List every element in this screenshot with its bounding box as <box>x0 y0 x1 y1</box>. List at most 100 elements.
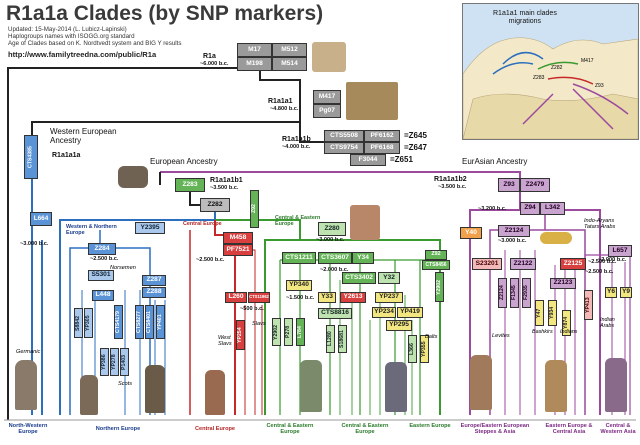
age-misc-2: ~1.500 b.c. <box>286 295 315 301</box>
l657-age: ~2.500 b.c. <box>588 259 617 265</box>
annot-norsemen: Norsemen <box>110 265 136 271</box>
cts5508-box: CTS5508 <box>324 130 364 142</box>
m17-box: M17 <box>237 43 272 57</box>
y47-box: Y47 <box>535 300 544 326</box>
z94-age: ~3.200 b.c. <box>478 206 507 212</box>
l664-box: L664 <box>30 212 52 226</box>
golden-artifacts-image <box>540 232 572 244</box>
haplogroups-text: Haplogroups names with ISOGG.org standar… <box>8 33 135 40</box>
z283-box: Z283 <box>175 178 205 192</box>
z2124-vertical-box: Z2124 <box>498 278 507 308</box>
z282-box: Z282 <box>200 198 230 212</box>
yp234-box: YP234 <box>372 307 396 318</box>
cts8277-box: CTS8277 <box>135 305 144 339</box>
l260-box: L260 <box>225 292 247 303</box>
cts3607-box: CTS3607 <box>318 252 352 264</box>
region-eastern-europe: Eastern Europe <box>409 423 451 429</box>
cts4385-box: CTS4385 <box>24 135 38 179</box>
annot-indian-arabs: Indian Arabs <box>600 317 615 329</box>
m458-age: ~2.500 b.c. <box>196 257 225 263</box>
r1a1a1b-label: R1a1a1b <box>282 136 311 143</box>
m512-box: M512 <box>272 43 307 57</box>
z280-caption: Central & Eastern Europe <box>275 215 321 227</box>
pottery-image <box>118 166 148 188</box>
p278-box: P278 <box>284 318 293 346</box>
map-label-m417: M417 <box>581 58 594 64</box>
r1a1a1a-label: R1a1a1a <box>52 152 81 159</box>
m514-box: M514 <box>272 57 307 71</box>
r1a1a1-label: R1a1a1 <box>268 98 293 105</box>
z284-box: Z284 <box>88 243 116 255</box>
f2935-box: F2935 <box>522 278 531 308</box>
cts8401-box: CTS8401 <box>145 305 154 339</box>
z287-box: Z287 <box>142 275 166 286</box>
annot-slavs: Slavs <box>252 321 266 327</box>
y33-box: Y33 <box>318 292 336 303</box>
z280-age: ~3.000 b.c. <box>316 237 345 243</box>
r1a1a1b1-label: R1a1a1b1 <box>210 177 243 184</box>
p1403-box: P1403 <box>120 348 129 376</box>
asian-warrior-image <box>545 360 567 412</box>
annot-indians: Indians <box>560 329 578 335</box>
s5301-box: S5301 <box>88 270 114 281</box>
yp386-box: YP386 <box>100 348 109 376</box>
steppe-rider-image <box>470 355 492 410</box>
y32-box: Y32 <box>378 272 400 284</box>
cts11962-box: CTS11962 <box>248 292 270 303</box>
s8842-box: S8842 <box>74 308 83 338</box>
l1280-box: L1280 <box>326 325 335 353</box>
l448-box: L448 <box>92 290 114 301</box>
z2125-box: Z2125 <box>560 258 586 270</box>
eastern-figure-image <box>300 360 322 412</box>
z92-box: Z92 <box>425 250 447 260</box>
annot-balts: Balts <box>425 334 438 340</box>
r1a1a1b2-age: ~3.500 b.c. <box>438 184 467 190</box>
settlement-image <box>346 82 398 120</box>
region-eurasian-steppes: Europe/Eastern European Steppes & Asia <box>460 423 530 436</box>
western-asia-figure-image <box>605 358 627 412</box>
r1a-label: R1a <box>203 53 216 60</box>
z2122-box: Z2122 <box>510 258 536 270</box>
z93-box: Z93 <box>498 178 520 192</box>
pg07-box: Pg07 <box>313 104 341 118</box>
age-misc-1: ~2.000 b.c. <box>320 267 349 273</box>
z651-label: =Z651 <box>390 155 413 164</box>
m458-box: M458 <box>223 232 253 244</box>
annot-levites: Levites <box>492 333 510 339</box>
western-section-title: Western European Ancestry <box>50 127 117 145</box>
z92-vertical-box: Z92 <box>250 190 259 228</box>
age-misc-3: ~500 b.c. <box>240 306 264 312</box>
r1a1a1b2-label: R1a1a1b2 <box>434 176 467 183</box>
r1a1a1b1-age: ~3.500 b.c. <box>210 185 239 191</box>
z2123-box: Z2123 <box>550 278 576 289</box>
annot-germanic: Germanic <box>16 349 41 355</box>
yp401-box: YP401 <box>156 305 165 339</box>
y40-box: Y40 <box>460 227 482 239</box>
cts8816-box: CTS8816 <box>318 308 352 319</box>
annot-scots: Scots <box>118 381 132 387</box>
pf7521-box: PF7521 <box>223 244 253 256</box>
yp413-box: YP413 <box>584 290 593 320</box>
european-section-title: European Ancestry <box>150 157 218 166</box>
l664-age: ~3.000 b.c. <box>20 241 49 247</box>
updated-text: Updated: 15-May-2014 (L. Lubicz-Lapinski… <box>8 26 127 33</box>
f1345-box: F1345 <box>510 278 519 308</box>
l657-box: L657 <box>608 245 632 257</box>
cts1211-box: CTS1211 <box>282 252 316 264</box>
m198-box: M198 <box>237 57 272 71</box>
knight-image <box>145 365 165 413</box>
z2124-age: ~3.000 b.c. <box>498 238 527 244</box>
map-label-z283: Z283 <box>533 75 545 81</box>
y2613-box: Y2613 <box>340 292 366 303</box>
cts4179-box: CTS4179 <box>114 305 123 339</box>
cts3402-box: CTS3402 <box>342 272 376 284</box>
age-misc-5: ~2.000 b.c. <box>598 257 627 263</box>
pf6168-box: PF6168 <box>364 142 400 154</box>
z645-label: =Z645 <box>404 131 427 140</box>
y934-box: Y934 <box>548 300 557 326</box>
annot-bashkirs: Bashkirs <box>532 329 553 335</box>
annot-west-slavs: West Slavs <box>218 335 232 348</box>
warriors-image <box>350 205 380 240</box>
